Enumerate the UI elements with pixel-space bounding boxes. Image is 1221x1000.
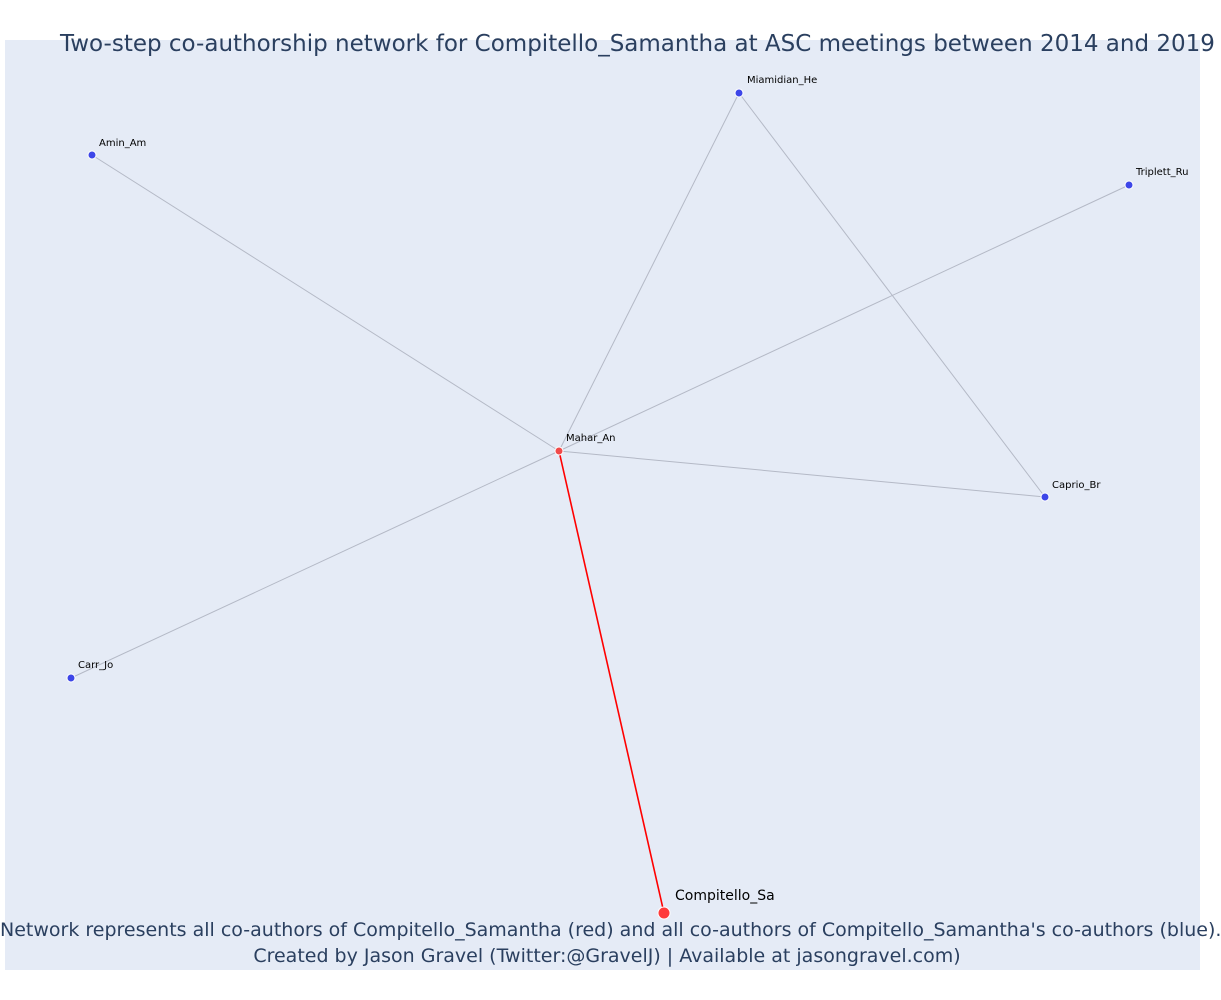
label-layer: Compitello_Sa Mahar_An Miamidian_HeAmin_Am… [78, 75, 1189, 904]
edge-miamidian-caprio [738, 92, 1046, 498]
node-caprio[interactable] [1040, 492, 1050, 502]
edge-mahar-carr [70, 450, 560, 679]
edge-mahar-miamidian [558, 92, 740, 452]
node-carr[interactable] [66, 673, 76, 683]
node-label-amin: Amin_Am [99, 138, 146, 149]
node-mahar[interactable] [554, 446, 564, 456]
node-label-mahar: Mahar_An [566, 433, 616, 444]
node-miamidian[interactable] [734, 88, 744, 98]
caption-description: Network represents all co-authors of Com… [0, 919, 1221, 941]
edge-mahar-caprio [558, 450, 1046, 498]
node-label-triplett: Triplett_Ru [1135, 167, 1189, 178]
caption-credit: Created by Jason Gravel (Twitter:@Gravel… [253, 945, 961, 967]
node-label-miamidian: Miamidian_He [747, 75, 817, 86]
edge-mahar-triplett [558, 184, 1130, 452]
node-layer [66, 88, 1134, 920]
node-label-carr: Carr_Jo [78, 660, 113, 671]
plot-area [5, 40, 1200, 970]
node-label-caprio: Caprio_Br [1052, 480, 1101, 491]
node-label-compitello: Compitello_Sa [675, 888, 775, 904]
figure-title: Two-step co-authorship network for Compi… [60, 31, 1215, 57]
node-amin[interactable] [87, 150, 97, 160]
edge-mahar-amin [91, 154, 560, 452]
node-compitello[interactable] [657, 906, 671, 920]
node-triplett[interactable] [1124, 180, 1134, 190]
edge-compitello-mahar [558, 450, 665, 914]
edge-layer [70, 92, 1130, 914]
